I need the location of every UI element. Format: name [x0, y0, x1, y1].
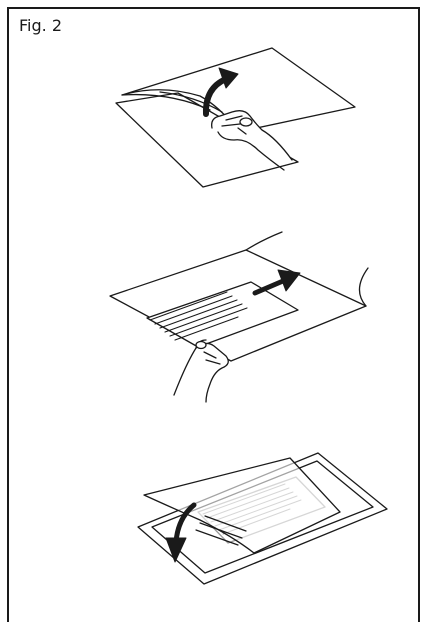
figure-label: Fig. 2	[19, 16, 62, 35]
step-3-lay-cover-down	[137, 452, 388, 585]
step-2-arrow-right-icon	[252, 269, 301, 296]
step-3-arrow-down-icon	[165, 502, 197, 563]
step-2-document-text-lines	[149, 291, 248, 341]
step-2-insert-document	[109, 231, 369, 403]
step-3-document-text-lines	[195, 515, 247, 546]
step-2-hand	[173, 342, 229, 403]
step-1-peel-back	[115, 47, 356, 188]
step-1-arrow-up-icon	[202, 67, 239, 117]
step-3-cover-sheet	[143, 457, 341, 554]
